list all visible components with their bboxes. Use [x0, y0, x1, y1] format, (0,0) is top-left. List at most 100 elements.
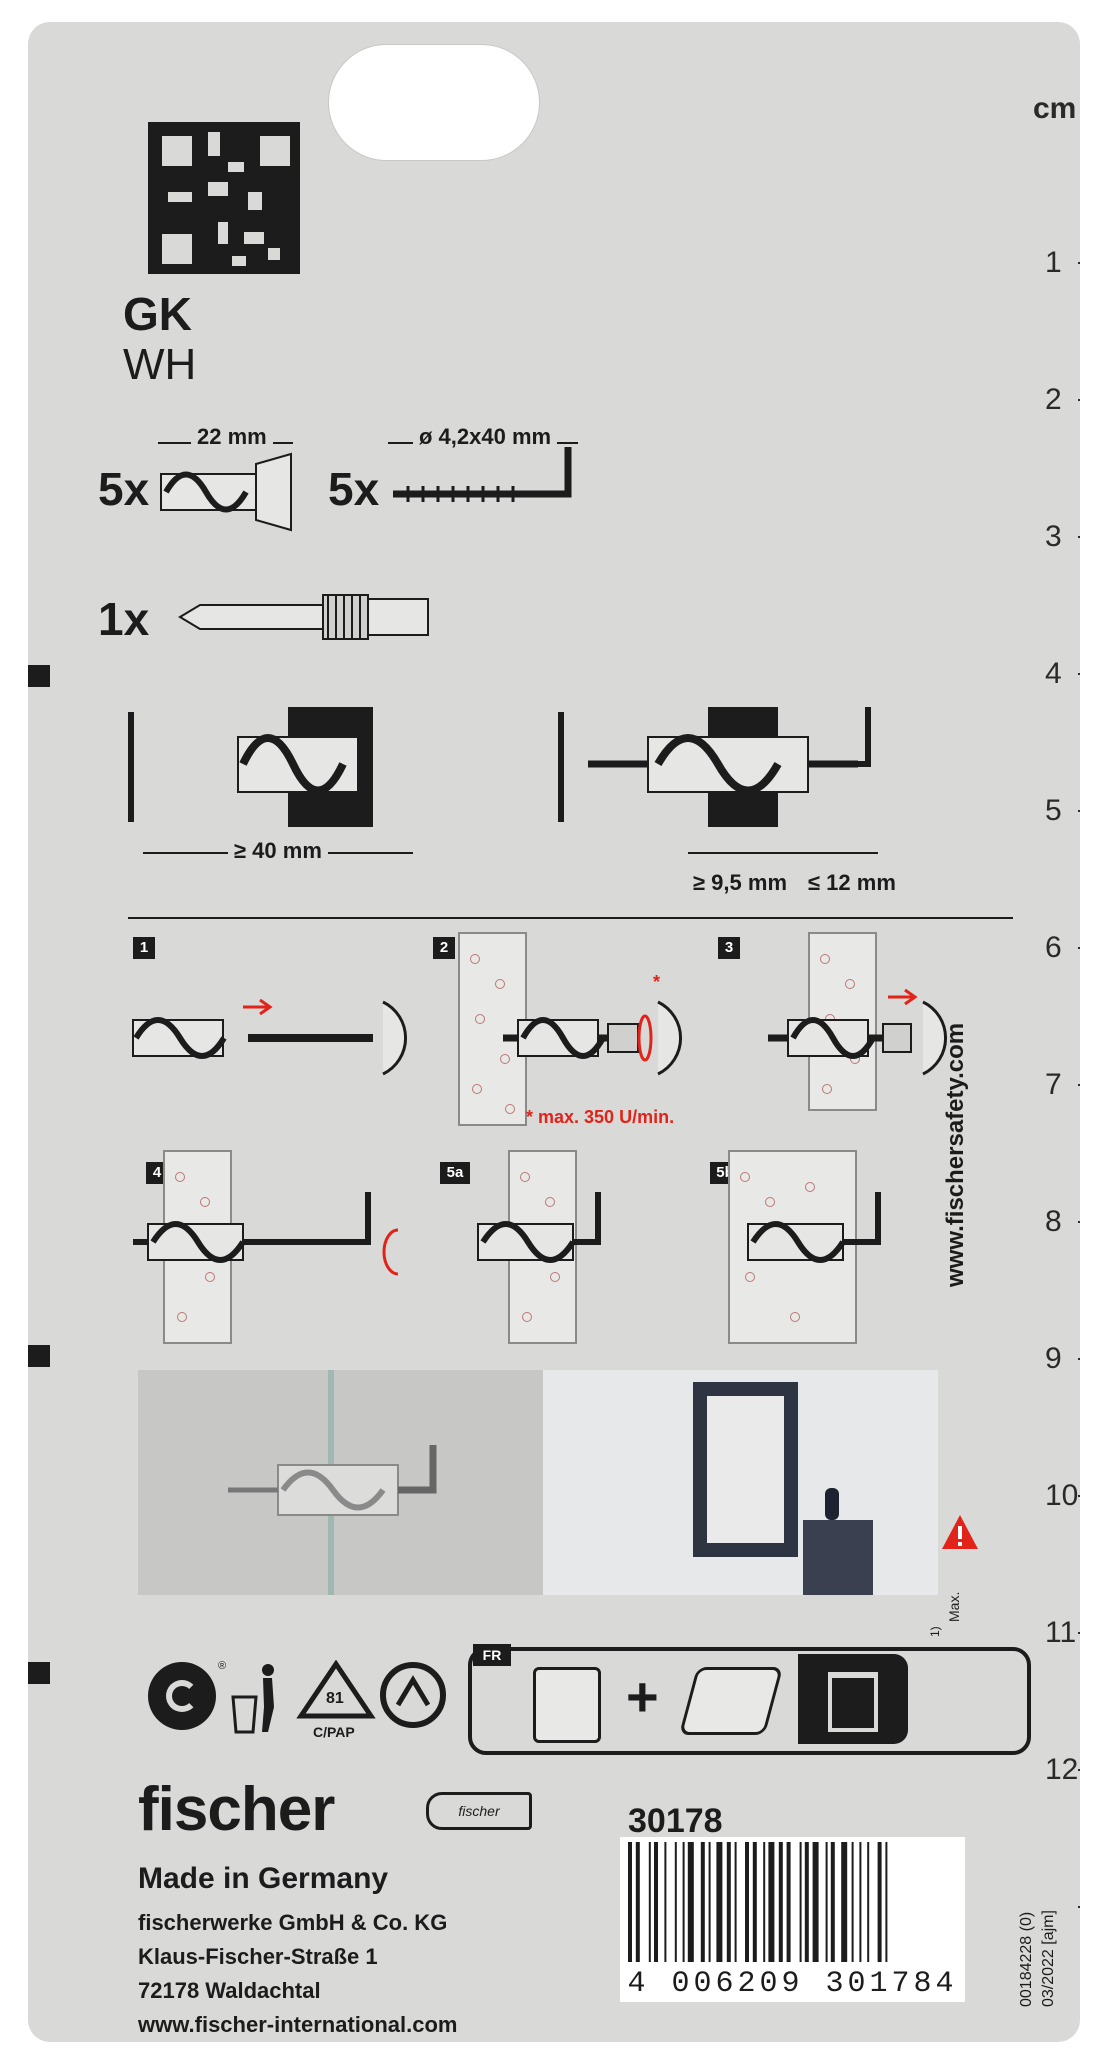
- barcode-bar: [674, 1842, 677, 1962]
- barcode-bar: [635, 1842, 640, 1962]
- max-label: Max.: [946, 1591, 962, 1622]
- company-website: www.fischer-international.com: [138, 2012, 458, 2037]
- barcode-bar: [804, 1842, 809, 1962]
- fischer-logo: fischer: [426, 1792, 532, 1830]
- ruler-tick: [1078, 399, 1080, 401]
- step-2-illustration: [503, 1000, 682, 1076]
- ruler-number: 10: [1045, 1479, 1079, 1512]
- ruler-number: 7: [1045, 1068, 1062, 1101]
- print-code-line2: 03/2022 [ajm]: [1040, 1910, 1057, 2007]
- triman-country: FR: [473, 1644, 511, 1666]
- plug-illustration: [160, 452, 292, 532]
- barcode-bar: [830, 1842, 835, 1962]
- speed-note: * max. 350 U/min.: [526, 1107, 675, 1127]
- ruler-tick: [1078, 947, 1080, 949]
- ruler-number: 9: [1045, 1342, 1062, 1375]
- barcode-bar: [885, 1842, 888, 1962]
- barcode-bar: [654, 1842, 658, 1962]
- barcode-bar: [778, 1842, 783, 1962]
- barcode-bar: [825, 1842, 828, 1962]
- blister-icon: [678, 1667, 784, 1735]
- step-number: 4: [146, 1162, 168, 1184]
- ruler-tick: [1078, 262, 1080, 264]
- barcode-bar: [812, 1842, 819, 1962]
- barcode-bar: [786, 1842, 791, 1962]
- step-3-illustration: [768, 988, 947, 1076]
- barcode-bar: [877, 1842, 882, 1962]
- step-5b-illustration: [747, 1192, 881, 1263]
- hang-hole: [328, 44, 540, 161]
- ruler-unit: cm: [1033, 92, 1077, 125]
- wall-line-left: [128, 712, 134, 822]
- barcode-bar: [752, 1842, 757, 1962]
- safety-website: www.fischersafety.com: [942, 1022, 969, 1287]
- recycling-arrows-icon: [380, 1662, 446, 1728]
- ruler-tick: [1078, 810, 1080, 812]
- ruler-number: 1: [1045, 246, 1062, 279]
- rotate-arrow-icon: [382, 1228, 399, 1276]
- mirror-frame: [693, 1382, 798, 1557]
- barcode-bar: [745, 1842, 749, 1962]
- product-variant: WH: [123, 340, 197, 389]
- barcode-bar: [799, 1842, 802, 1962]
- recycle-code: 81: [326, 1690, 344, 1707]
- barcode-bar: [708, 1842, 711, 1962]
- barcode-bar: [841, 1842, 848, 1962]
- edge-marker: [28, 1662, 50, 1684]
- barcode-bar: [664, 1842, 667, 1962]
- barcode-bar: [687, 1842, 694, 1962]
- step-number: 2: [433, 937, 455, 959]
- barcode: 4 006209 301784: [620, 1837, 965, 2002]
- brand-name: fischer: [138, 1775, 335, 1844]
- ruler-tick: [1078, 1632, 1080, 1634]
- step-1-illustration: [132, 998, 407, 1076]
- barcode-bar: [726, 1842, 731, 1962]
- step-number: 1: [133, 937, 155, 959]
- min-depth-label: ≥ 40 mm: [228, 838, 328, 864]
- ruler-number: 8: [1045, 1205, 1062, 1238]
- room-photo: [543, 1370, 938, 1595]
- barcode-bar: [763, 1842, 766, 1962]
- wall-line-right: [558, 712, 564, 822]
- ruler-number: 3: [1045, 520, 1062, 553]
- company-city: 72178 Waldachtal: [138, 1978, 321, 2003]
- plug-length-label: 22 mm: [191, 424, 273, 450]
- ruler-number: 5: [1045, 794, 1062, 827]
- recycle-material: C/PAP: [313, 1724, 355, 1740]
- step-number: 5a: [440, 1162, 470, 1184]
- hook-in-wall-illustration: [588, 707, 871, 827]
- edge-marker: [28, 1345, 50, 1367]
- edge-marker: [28, 665, 50, 687]
- backing-card-icon: [533, 1667, 601, 1743]
- hook-illustration: [393, 447, 572, 502]
- article-number: 30178: [628, 1802, 723, 1840]
- green-dot-icon: [148, 1662, 216, 1730]
- company-street: Klaus-Fischer-Straße 1: [138, 1944, 378, 1969]
- ruler-number: 6: [1045, 931, 1062, 964]
- packaging-card: GK WH 22 mm 5x ø 4,2x40 mm 5x 1x ≥ 40 mm: [28, 22, 1080, 2042]
- plug-in-wall-illustration: [237, 707, 373, 827]
- step-4-illustration: [133, 1192, 371, 1263]
- tidyman-icon: [231, 1664, 274, 1734]
- product-code: GK: [123, 288, 192, 340]
- footnote-mark: 1): [928, 1626, 942, 1637]
- plug-quantity: 5x: [98, 463, 150, 515]
- section-divider: [128, 917, 1013, 919]
- barcode-bar: [648, 1842, 651, 1962]
- ruler-number: 11: [1045, 1616, 1077, 1649]
- ruler-tick: [1078, 1495, 1080, 1497]
- min-thickness-label: ≥ 9,5 mm: [693, 870, 788, 895]
- barcode-bar: [734, 1842, 737, 1962]
- warning-icon: [942, 1515, 978, 1549]
- ruler-tick: [1078, 1906, 1080, 1908]
- barcode-bar: [682, 1842, 685, 1962]
- ruler-tick: [1078, 1084, 1080, 1086]
- ruler-number: 12: [1045, 1753, 1079, 1786]
- print-code-line1: 00184228 (0): [1018, 1911, 1035, 2007]
- setting-tool-illustration: [178, 594, 429, 640]
- barcode-digits: 4 006209 301784: [627, 1967, 958, 2001]
- ruler-tick: [1078, 536, 1080, 538]
- ruler-number: 4: [1045, 657, 1062, 690]
- recycling-bin-icon: [798, 1654, 908, 1744]
- ruler-number: 2: [1045, 383, 1062, 416]
